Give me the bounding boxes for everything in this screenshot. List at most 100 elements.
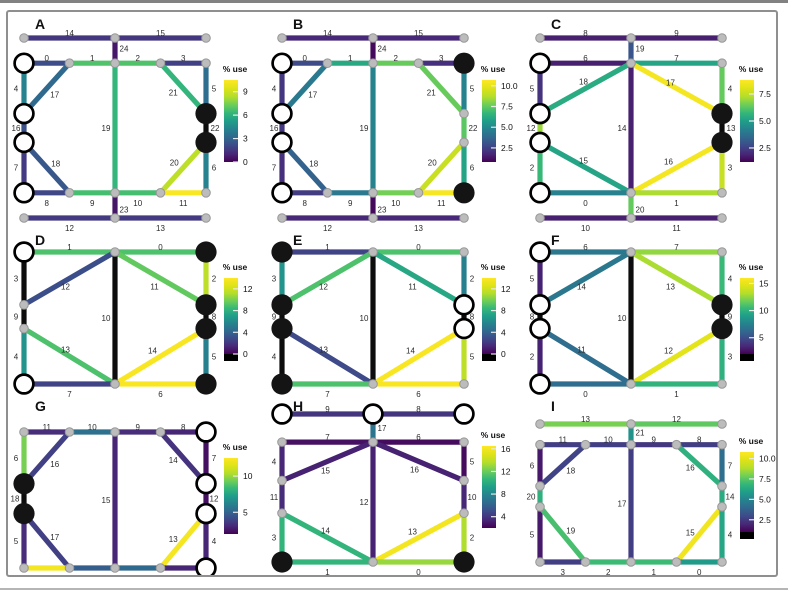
node-open — [195, 472, 217, 495]
colorbar-tick-label: 4 — [243, 327, 248, 337]
node — [717, 58, 727, 69]
edge-label: 14 — [65, 29, 74, 38]
colorbar — [224, 278, 238, 354]
edge-label: 1 — [136, 574, 141, 577]
node-filled — [271, 317, 293, 340]
edge-label: 7 — [674, 243, 679, 252]
edge-20 — [157, 139, 209, 196]
node — [535, 33, 545, 43]
edge-label: 1 — [325, 243, 330, 252]
edge-label: 6 — [14, 454, 19, 463]
node — [19, 33, 29, 43]
colorbar — [740, 278, 754, 354]
edge-label: 0 — [416, 568, 421, 577]
edge-15 — [537, 139, 634, 196]
edge-label: 6 — [470, 164, 475, 173]
edge-label: 6 — [416, 390, 421, 398]
edge-label: 14 — [169, 456, 178, 465]
edge-label: 7 — [325, 390, 330, 398]
node — [110, 379, 120, 389]
node — [671, 557, 682, 567]
edge-label: 4 — [272, 352, 277, 361]
edge-label: 17 — [308, 90, 317, 99]
edge-label: 6 — [212, 164, 217, 173]
node-filled — [453, 52, 475, 74]
edge-label: 15 — [102, 496, 111, 505]
colorbar-title: % use — [481, 64, 506, 74]
edge-label: 10 — [581, 224, 590, 232]
edge-label: 0 — [158, 243, 163, 252]
edge-label: 6 — [530, 461, 535, 470]
node — [64, 58, 75, 69]
node-filled — [195, 294, 217, 316]
edge-label: 10 — [102, 314, 111, 323]
node-open — [529, 131, 551, 154]
node — [368, 58, 378, 69]
edge-label: 6 — [158, 390, 163, 398]
edge-label: 17 — [618, 499, 627, 508]
node — [19, 300, 29, 310]
edge-label: 19 — [566, 526, 575, 535]
node — [580, 439, 591, 450]
edge-label: 16 — [686, 463, 695, 472]
edge-label: 16 — [664, 158, 673, 167]
panel-letter-H: H — [293, 398, 304, 414]
edge-label: 12 — [210, 495, 219, 504]
node — [368, 213, 378, 223]
colorbar-tick-label: 7.5 — [759, 89, 771, 99]
edge-label: 14 — [406, 346, 415, 355]
panel-letter-C: C — [551, 16, 562, 32]
edge-label: 9 — [728, 313, 733, 322]
node-filled — [271, 241, 293, 263]
edge-label: 19 — [636, 45, 645, 54]
colorbar-tick-label: 5.0 — [759, 494, 771, 504]
edge-label: 3 — [14, 274, 19, 283]
edge-label: 0 — [583, 199, 588, 208]
edge-label: 16 — [12, 124, 21, 133]
edge-label: 21 — [169, 88, 178, 97]
node — [277, 508, 287, 518]
colorbar-tick-label: 2.5 — [501, 143, 513, 153]
edge-13 — [279, 325, 376, 387]
colorbar — [224, 458, 238, 534]
edge-label: 13 — [666, 282, 675, 291]
node — [413, 188, 424, 198]
edge-label: 2 — [136, 54, 141, 63]
edge-16 — [673, 442, 725, 489]
node — [535, 213, 545, 223]
edge-label: 5 — [530, 84, 535, 93]
edge-label: 21 — [427, 88, 436, 97]
edge-label: 2 — [530, 352, 535, 361]
edge-label: 13 — [727, 124, 736, 133]
edge-18 — [279, 139, 331, 196]
node-filled — [711, 294, 733, 316]
node — [717, 481, 727, 491]
colorbar-tick-label: 0 — [243, 157, 248, 167]
node — [717, 33, 727, 43]
node-filled — [13, 503, 35, 525]
node-filled — [711, 103, 733, 125]
edge-label: 17 — [666, 78, 675, 87]
edge-label: 13 — [414, 224, 423, 232]
node-filled — [195, 103, 217, 125]
colorbar-tick-label: 8 — [501, 489, 506, 499]
edge-label: 8 — [470, 313, 475, 322]
colorbar-tick-label: 4 — [501, 327, 506, 337]
node-filled — [195, 317, 217, 340]
colorbar-tick-label: 5 — [759, 333, 764, 343]
edge-13 — [21, 325, 118, 387]
edge-label: 6 — [416, 433, 421, 442]
edge-label: 8 — [45, 199, 50, 208]
edge-label: 10 — [391, 199, 400, 208]
edge-label: 7 — [728, 461, 733, 470]
node — [459, 213, 469, 223]
node — [626, 419, 636, 429]
edge-label: 11 — [672, 224, 681, 232]
colorbar-tick-label: 0 — [501, 349, 506, 359]
